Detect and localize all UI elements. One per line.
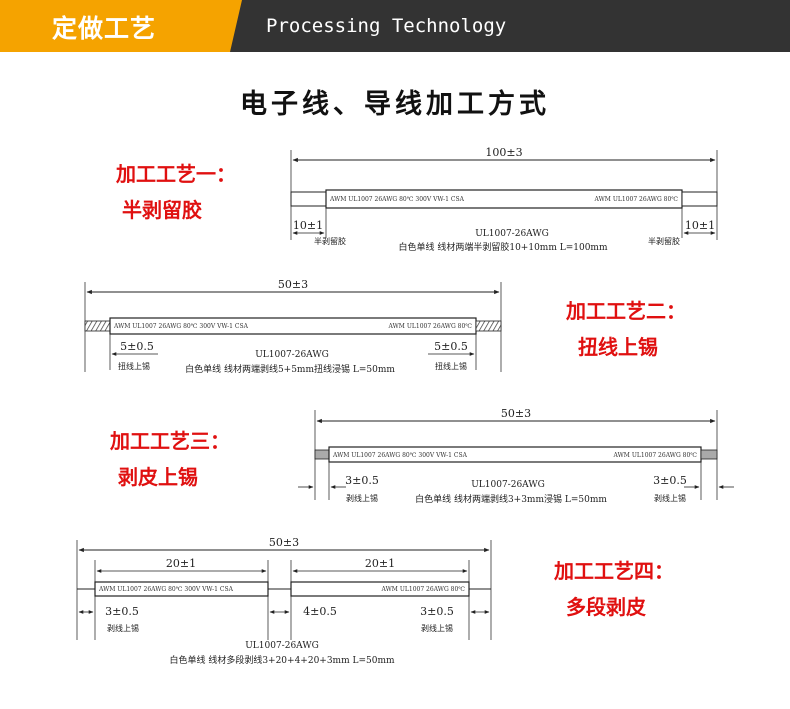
- d2-left-twist: [84, 320, 111, 332]
- d1-desc: 白色单线 线材两端半剥留胶10+10mm L=100mm: [398, 241, 607, 253]
- d3-left-dim: 3±0.5: [345, 474, 379, 487]
- d1-right-dim: 10±1: [685, 219, 715, 232]
- d2-total-dim: 50±3: [278, 278, 308, 291]
- d4-model: UL1007-26AWG: [245, 641, 319, 651]
- diagram-3: 50±3 AWM UL1007 26AWG 80℃ 300V VW-1 CSA …: [298, 407, 734, 505]
- d2-left-dim: 5±0.5: [120, 340, 154, 353]
- header-tag-badge: 定做工艺: [0, 0, 242, 52]
- diagram-2: 50±3 AWM UL1007 26AWG 80℃ 300V VW-1 CSA …: [84, 278, 502, 375]
- d4-left-dim: 3±0.5: [105, 605, 139, 618]
- d3-right-tinned: [700, 449, 718, 460]
- process-2-label: 加工工艺二： 扭线上锡: [566, 293, 686, 365]
- process-2-type: 扭线上锡: [578, 335, 658, 359]
- d1-print-left: AWM UL1007 26AWG 80℃ 300V VW-1 CSA: [329, 196, 465, 203]
- d1-right-end: [681, 191, 718, 207]
- d4-jacket-seg1: [94, 581, 269, 597]
- d3-print-left: AWM UL1007 26AWG 80℃ 300V VW-1 CSA: [332, 452, 468, 459]
- d2-right-dim: 5±0.5: [434, 340, 468, 353]
- d2-desc: 白色单线 线材两端剥线5+5mm扭线浸锡 L=50mm: [185, 363, 395, 375]
- d3-total-dim: 50±3: [501, 407, 531, 420]
- d1-model: UL1007-26AWG: [475, 229, 549, 239]
- d2-model: UL1007-26AWG: [255, 350, 329, 360]
- process-1-label: 加工工艺一： 半剥留胶: [116, 156, 236, 228]
- d4-left-note: 剥线上锡: [107, 623, 139, 633]
- d4-desc: 白色单线 线材多段剥线3+20+4+20+3mm L=50mm: [169, 654, 395, 666]
- d1-right-note: 半剥留胶: [648, 236, 680, 246]
- diagram-4: 50±3 20±1 20±1 AWM UL1007 26AWG 80℃ 300V…: [76, 536, 492, 666]
- d4-right-note: 剥线上锡: [421, 623, 453, 633]
- process-2-name: 加工工艺二：: [566, 299, 686, 323]
- d1-left-note: 半剥留胶: [314, 236, 346, 246]
- d4-print-right: AWM UL1007 26AWG 80℃: [381, 586, 466, 593]
- d4-right-dim: 3±0.5: [420, 605, 454, 618]
- process-4-type: 多段剥皮: [566, 595, 646, 619]
- page-title: 电子线、导线加工方式: [240, 89, 550, 120]
- d1-left-end: [290, 191, 327, 207]
- d2-right-twist: [475, 320, 502, 332]
- d1-total-dim: 100±3: [485, 146, 522, 159]
- d2-print-right: AWM UL1007 26AWG 80℃: [388, 323, 473, 330]
- d3-desc: 白色单线 线材两端剥线3+3mm浸锡 L=50mm: [415, 493, 607, 505]
- header-subtitle: Processing Technology: [266, 15, 507, 37]
- d2-print-left: AWM UL1007 26AWG 80℃ 300V VW-1 CSA: [113, 323, 249, 330]
- process-4-name: 加工工艺四：: [554, 559, 674, 583]
- d4-seg2-dim: 20±1: [365, 557, 395, 570]
- d1-left-dim: 10±1: [293, 219, 323, 232]
- header-bar: 定做工艺 Processing Technology: [0, 0, 790, 52]
- d4-jacket-seg2: [290, 581, 470, 597]
- d4-total-dim: 50±3: [269, 536, 299, 549]
- d3-right-note: 剥线上锡: [654, 493, 686, 503]
- diagram-1: 100±3 AWM UL1007 26AWG 80℃ 300V VW-1 CSA…: [290, 146, 718, 253]
- d2-left-note: 扭线上锡: [118, 361, 150, 371]
- d1-print-right: AWM UL1007 26AWG 80℃: [594, 196, 679, 203]
- d3-left-tinned: [314, 449, 330, 460]
- process-4-label: 加工工艺四： 多段剥皮: [554, 553, 674, 625]
- d4-print-left: AWM UL1007 26AWG 80℃ 300V VW-1 CSA: [98, 586, 234, 593]
- d3-print-right: AWM UL1007 26AWG 80℃: [613, 452, 698, 459]
- d3-left-note: 剥线上锡: [346, 493, 378, 503]
- process-1-type: 半剥留胶: [122, 198, 202, 222]
- d4-mid-dim: 4±0.5: [303, 605, 337, 618]
- d4-seg1-dim: 20±1: [166, 557, 196, 570]
- d3-right-dim: 3±0.5: [653, 474, 687, 487]
- process-3-type: 剥皮上锡: [118, 465, 198, 489]
- process-1-name: 加工工艺一：: [116, 162, 236, 186]
- d3-model: UL1007-26AWG: [471, 480, 545, 490]
- process-3-label: 加工工艺三： 剥皮上锡: [110, 423, 230, 495]
- header-tag-label: 定做工艺: [52, 14, 157, 43]
- process-3-name: 加工工艺三：: [110, 429, 230, 453]
- d2-right-note: 扭线上锡: [435, 361, 467, 371]
